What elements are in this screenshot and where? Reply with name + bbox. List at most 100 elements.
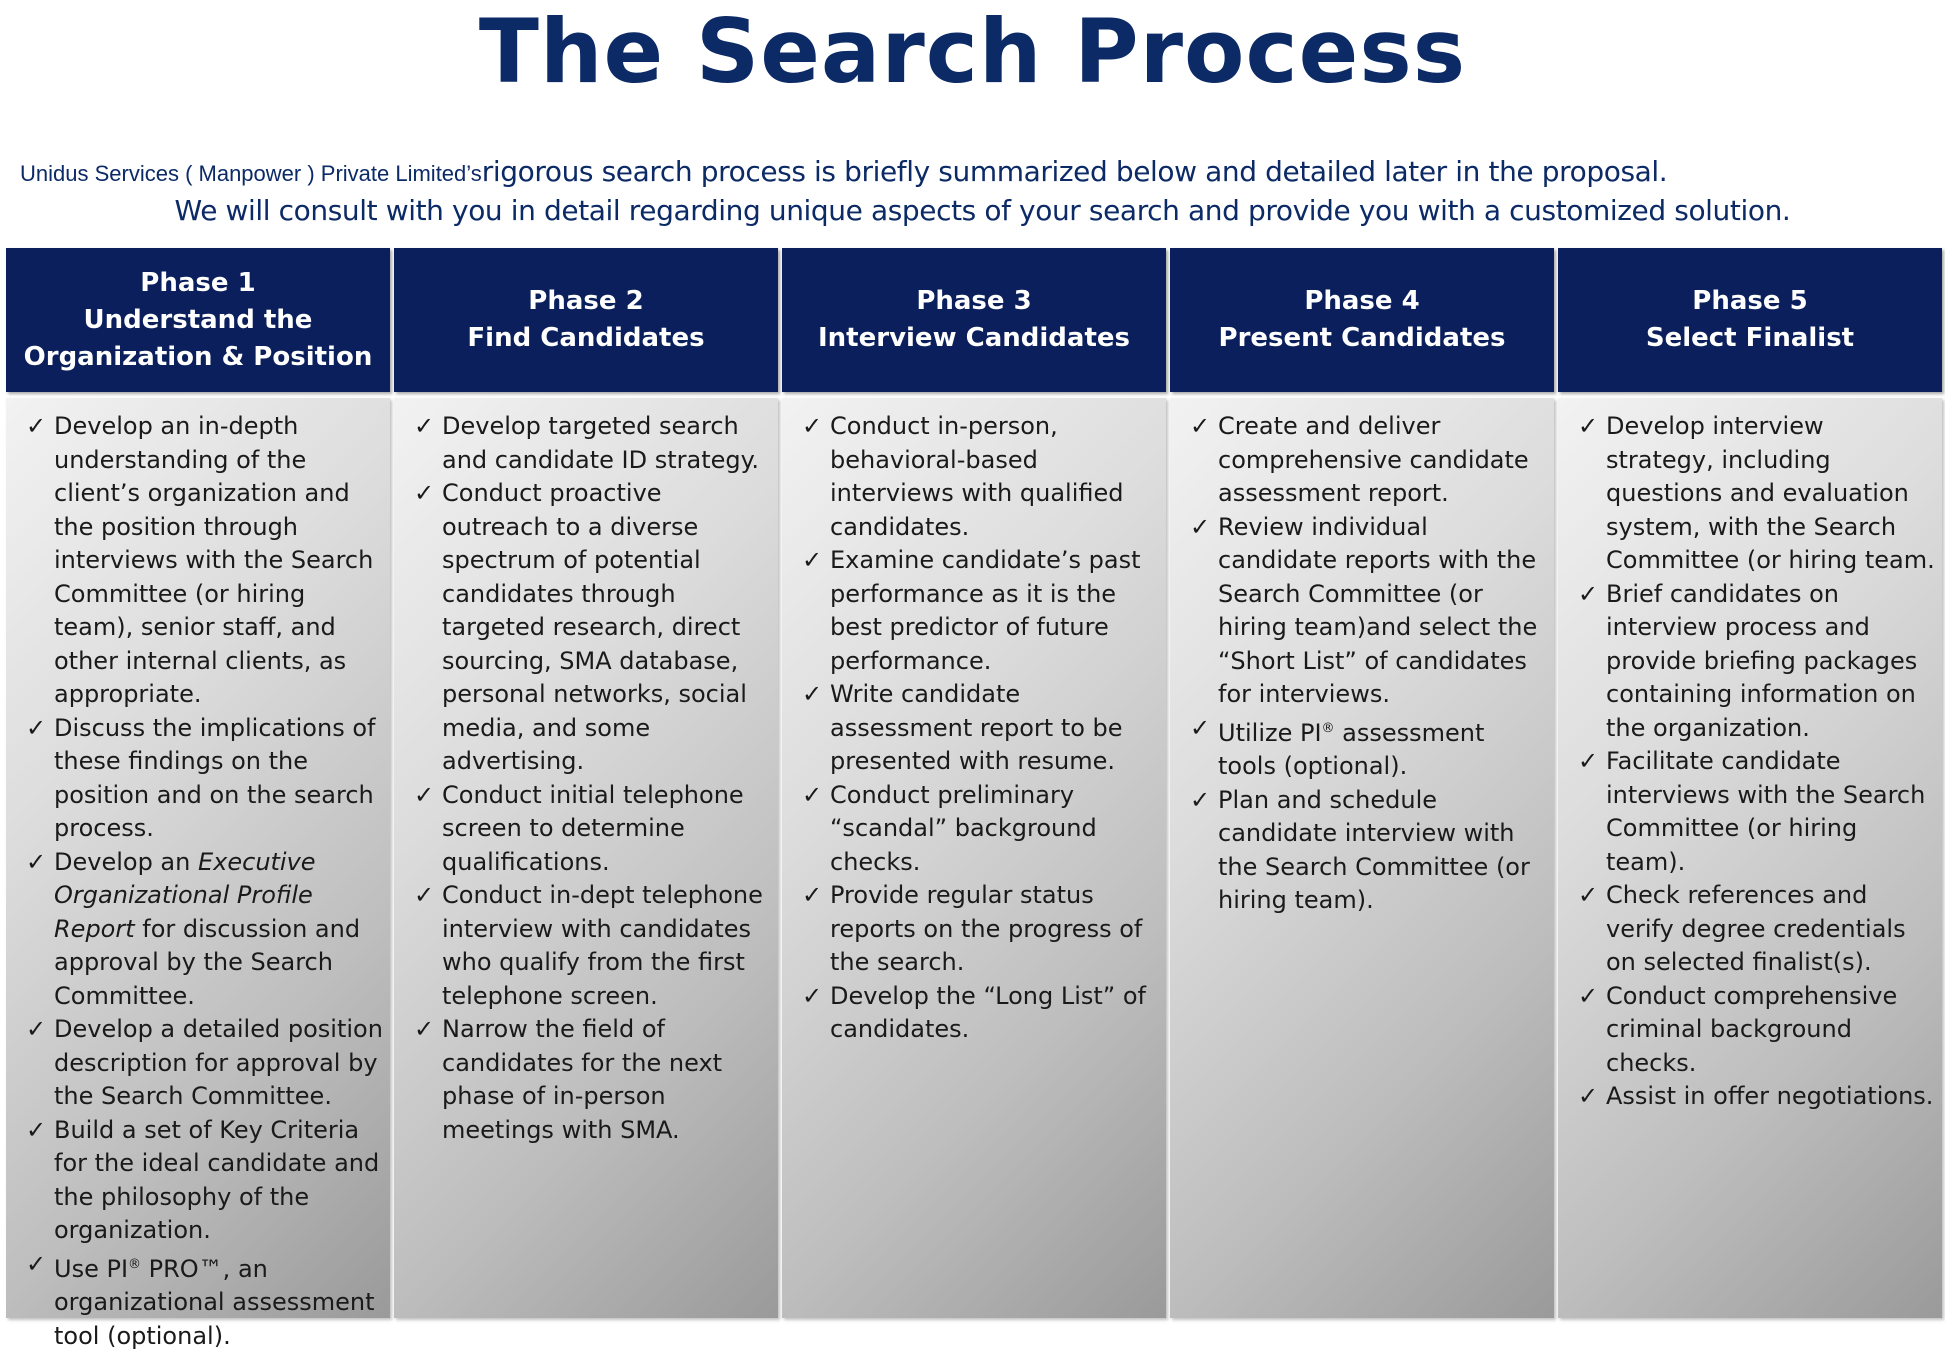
checkmark-icon: ✓ (26, 410, 52, 444)
task-item: ✓Conduct comprehensive criminal backgrou… (1578, 980, 1936, 1081)
checkmark-icon: ✓ (26, 1248, 52, 1282)
task-text: Check references and verify degree crede… (1606, 881, 1906, 976)
checkmark-icon: ✓ (26, 1114, 52, 1148)
checkmark-icon: ✓ (1578, 745, 1604, 779)
checkmark-icon: ✓ (26, 712, 52, 746)
phase-2-header-line: Find Candidates (467, 320, 704, 357)
task-item: ✓Facilitate candidate interviews with th… (1578, 745, 1936, 879)
task-item: ✓Utilize PI® assessment tools (optional)… (1190, 712, 1548, 784)
task-text: Conduct in-person, behavioral-based inte… (830, 412, 1123, 541)
task-text: Conduct proactive outreach to a diverse … (442, 479, 747, 775)
phase-5-task-list: ✓Develop interview strategy, including q… (1578, 410, 1936, 1114)
checkmark-icon: ✓ (1578, 879, 1604, 913)
task-text: Assist in offer negotiations. (1606, 1082, 1933, 1110)
task-item: ✓Develop a detailed position description… (26, 1013, 384, 1114)
task-text: Discuss the implications of these findin… (54, 714, 375, 843)
phase-2-task-list: ✓Develop targeted search and candidate I… (414, 410, 772, 1147)
checkmark-icon: ✓ (802, 544, 828, 578)
phase-4-body: ✓Create and deliver comprehensive candid… (1170, 398, 1554, 1318)
checkmark-icon: ✓ (1190, 712, 1216, 746)
phase-3-body: ✓Conduct in-person, behavioral-based int… (782, 398, 1166, 1318)
checkmark-icon: ✓ (414, 779, 440, 813)
task-item: ✓Use PI® PRO™, an organizational assessm… (26, 1248, 384, 1353)
task-item: ✓Assist in offer negotiations. (1578, 1080, 1936, 1114)
checkmark-icon: ✓ (1190, 784, 1216, 818)
phase-5-header: Phase 5 Select Finalist (1558, 248, 1942, 392)
task-item: ✓Conduct preliminary “scandal” backgroun… (802, 779, 1160, 880)
task-text: Develop an (54, 848, 198, 876)
checkmark-icon: ✓ (1578, 1080, 1604, 1114)
task-item: ✓Brief candidates on interview process a… (1578, 578, 1936, 746)
task-item: ✓Narrow the field of candidates for the … (414, 1013, 772, 1147)
task-item: ✓Plan and schedule candidate interview w… (1190, 784, 1548, 918)
task-item: ✓Create and deliver comprehensive candid… (1190, 410, 1548, 511)
checkmark-icon: ✓ (26, 846, 52, 880)
task-text: Conduct comprehensive criminal backgroun… (1606, 982, 1897, 1077)
checkmark-icon: ✓ (414, 1013, 440, 1047)
task-item: ✓Conduct in-dept telephone interview wit… (414, 879, 772, 1013)
task-text: Review individual candidate reports with… (1218, 513, 1537, 709)
checkmark-icon: ✓ (1578, 410, 1604, 444)
company-name: Unidus Services ( Manpower ) Private Lim… (20, 161, 482, 186)
task-text: Develop interview strategy, including qu… (1606, 412, 1935, 574)
task-text: Utilize PI (1218, 719, 1322, 747)
task-text: Narrow the field of candidates for the n… (442, 1015, 722, 1144)
task-text: Conduct preliminary “scandal” background… (830, 781, 1097, 876)
intro-line-2: We will consult with you in detail regar… (0, 192, 1945, 230)
task-text: Plan and schedule candidate interview wi… (1218, 786, 1530, 915)
checkmark-icon: ✓ (1190, 511, 1216, 545)
phase-1-header: Phase 1 Understand the Organization & Po… (6, 248, 390, 392)
task-item: ✓Discuss the implications of these findi… (26, 712, 384, 846)
phase-4-task-list: ✓Create and deliver comprehensive candid… (1190, 410, 1548, 918)
task-text: Facilitate candidate interviews with the… (1606, 747, 1925, 876)
phase-3-task-list: ✓Conduct in-person, behavioral-based int… (802, 410, 1160, 1047)
task-item: ✓Review individual candidate reports wit… (1190, 511, 1548, 712)
registered-mark: ® (128, 1257, 141, 1272)
checkmark-icon: ✓ (1578, 980, 1604, 1014)
task-text: Examine candidate’s past performance as … (830, 546, 1140, 675)
task-item: ✓Conduct initial telephone screen to det… (414, 779, 772, 880)
checkmark-icon: ✓ (802, 980, 828, 1014)
phase-4-header-line: Present Candidates (1219, 320, 1506, 357)
phase-2-header: Phase 2 Find Candidates (394, 248, 778, 392)
task-item: ✓Check references and verify degree cred… (1578, 879, 1936, 980)
registered-mark: ® (1322, 721, 1335, 736)
phase-3-header-line: Interview Candidates (818, 320, 1130, 357)
task-text: Create and deliver comprehensive candida… (1218, 412, 1529, 507)
phase-3-header: Phase 3 Interview Candidates (782, 248, 1166, 392)
task-text: Build a set of Key Criteria for the idea… (54, 1116, 379, 1245)
phase-3-header-line: Phase 3 (818, 283, 1130, 320)
task-item: ✓Develop targeted search and candidate I… (414, 410, 772, 477)
task-item: ✓Develop an Executive Organizational Pro… (26, 846, 384, 1014)
task-text: Conduct initial telephone screen to dete… (442, 781, 744, 876)
phase-4-header: Phase 4 Present Candidates (1170, 248, 1554, 392)
page-title: The Search Process (0, 2, 1945, 102)
phase-1-header-line: Phase 1 (24, 265, 373, 302)
checkmark-icon: ✓ (414, 410, 440, 444)
phase-1-task-list: ✓Develop an in-depth understanding of th… (26, 410, 384, 1353)
checkmark-icon: ✓ (414, 879, 440, 913)
phase-4-header-line: Phase 4 (1219, 283, 1506, 320)
phase-5-body: ✓Develop interview strategy, including q… (1558, 398, 1942, 1318)
phase-1-header-line: Organization & Position (24, 339, 373, 376)
intro-line-1-text: rigorous search process is briefly summa… (482, 155, 1668, 188)
checkmark-icon: ✓ (26, 1013, 52, 1047)
task-text: Brief candidates on interview process an… (1606, 580, 1917, 742)
task-text: Develop targeted search and candidate ID… (442, 412, 759, 474)
task-item: ✓Write candidate assessment report to be… (802, 678, 1160, 779)
phase-1-header-line: Understand the (24, 302, 373, 339)
intro-line-1: Unidus Services ( Manpower ) Private Lim… (0, 152, 1945, 193)
task-text: Develop a detailed position description … (54, 1015, 383, 1110)
phase-1-body: ✓Develop an in-depth understanding of th… (6, 398, 390, 1318)
task-text: Conduct in-dept telephone interview with… (442, 881, 763, 1010)
task-item: ✓Provide regular status reports on the p… (802, 879, 1160, 980)
checkmark-icon: ✓ (802, 410, 828, 444)
task-item: ✓Build a set of Key Criteria for the ide… (26, 1114, 384, 1248)
checkmark-icon: ✓ (802, 678, 828, 712)
task-item: ✓Conduct in-person, behavioral-based int… (802, 410, 1160, 544)
checkmark-icon: ✓ (1190, 410, 1216, 444)
checkmark-icon: ✓ (802, 779, 828, 813)
task-item: ✓Examine candidate’s past performance as… (802, 544, 1160, 678)
phase-2-body: ✓Develop targeted search and candidate I… (394, 398, 778, 1318)
task-item: ✓Develop an in-depth understanding of th… (26, 410, 384, 712)
